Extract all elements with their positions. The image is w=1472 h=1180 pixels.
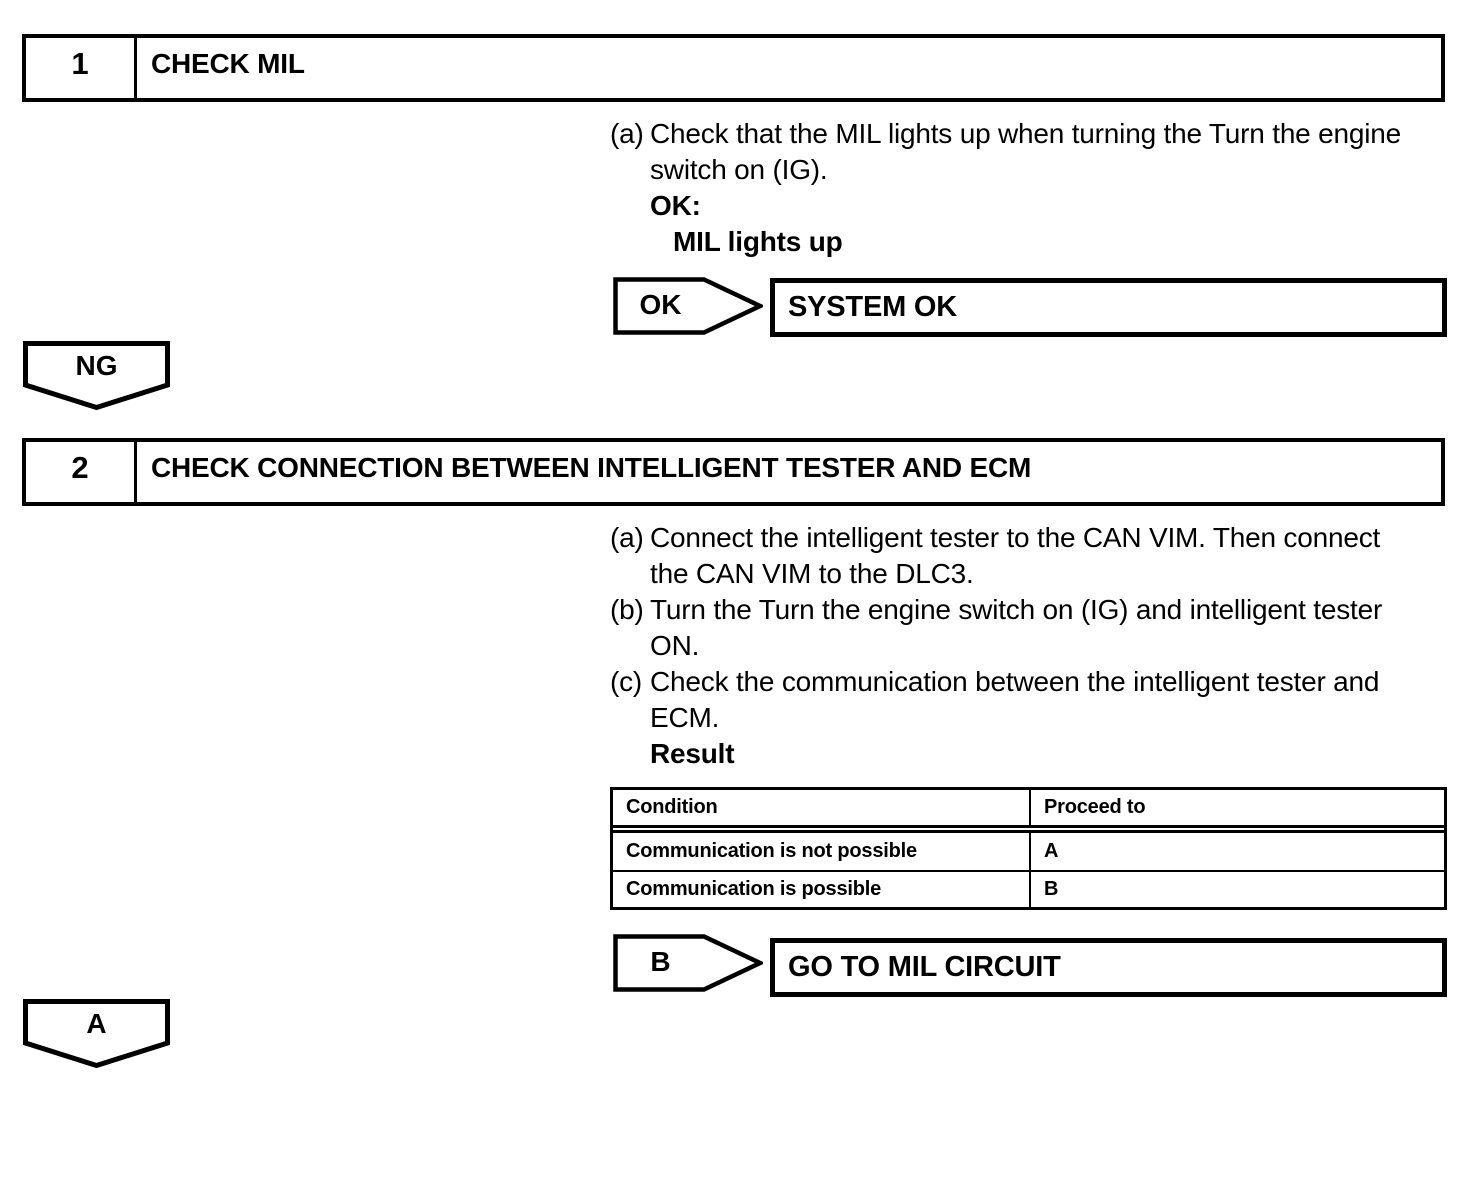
header-separator — [613, 825, 1444, 833]
result-heading: Result — [650, 738, 735, 769]
down-pentagon-icon — [23, 999, 170, 1069]
table-header-row: Condition Proceed to — [613, 790, 1444, 825]
item-text: Check the communication between the inte… — [650, 666, 1380, 733]
ok-spec-label: OK: — [650, 190, 701, 221]
instruction-item-c: (c) Check the communication between the … — [610, 664, 1420, 736]
result-table: Condition Proceed to Communication is no… — [610, 787, 1447, 910]
condition-header-cell: Condition — [613, 790, 1031, 825]
item-marker: (a) — [610, 118, 644, 149]
item-text: Check that the MIL lights up when turnin… — [650, 118, 1402, 185]
connector-label: NG — [75, 349, 118, 381]
item-text: Turn the Turn the engine switch on (IG) … — [650, 594, 1383, 661]
system-ok-box: SYSTEM OK — [770, 278, 1447, 337]
connector-label: B — [650, 946, 671, 977]
step-title: CHECK MIL — [151, 48, 305, 79]
table-row: Communication is possible B — [613, 872, 1444, 907]
item-marker: (b) — [610, 594, 644, 625]
right-arrow-icon — [613, 934, 763, 992]
item-marker: (a) — [610, 522, 644, 553]
proceed-to-header-cell: Proceed to — [1044, 796, 1146, 818]
item-text: Connect the intelligent tester to the CA… — [650, 522, 1381, 589]
connector-label: OK — [639, 289, 682, 320]
proceed-to-cell: B — [1044, 878, 1059, 900]
proceed-to-cell: A — [1044, 840, 1059, 862]
instruction-item-a: (a) Connect the intelligent tester to th… — [610, 520, 1420, 592]
step-2-instructions: (a) Connect the intelligent tester to th… — [610, 520, 1420, 772]
ok-spec-value: MIL lights up — [673, 226, 843, 257]
b-connector: B — [613, 934, 763, 992]
goto-mil-circuit-box: GO TO MIL CIRCUIT — [770, 938, 1447, 997]
action-label: GO TO MIL CIRCUIT — [788, 951, 1061, 983]
step-title: CHECK CONNECTION BETWEEN INTELLIGENT TES… — [151, 452, 1032, 483]
table-row: Communication is not possible A — [613, 833, 1444, 872]
down-pentagon-icon — [23, 341, 170, 411]
instruction-item-a: (a) Check that the MIL lights up when tu… — [610, 116, 1420, 188]
ng-connector: NG — [23, 341, 170, 411]
step-number: 1 — [26, 38, 137, 98]
right-arrow-icon — [613, 277, 763, 335]
step-1-instructions: (a) Check that the MIL lights up when tu… — [610, 116, 1420, 260]
step-number: 2 — [26, 442, 137, 502]
a-connector: A — [23, 999, 170, 1069]
step-1-header: 1 CHECK MIL — [22, 34, 1445, 102]
instruction-item-b: (b) Turn the Turn the engine switch on (… — [610, 592, 1420, 664]
condition-cell: Communication is possible — [613, 872, 1031, 907]
connector-label: A — [86, 1007, 107, 1039]
step-2-header: 2 CHECK CONNECTION BETWEEN INTELLIGENT T… — [22, 438, 1445, 506]
item-marker: (c) — [610, 666, 643, 697]
condition-cell: Communication is not possible — [613, 833, 1031, 870]
action-label: SYSTEM OK — [788, 291, 957, 323]
ok-connector: OK — [613, 277, 763, 335]
